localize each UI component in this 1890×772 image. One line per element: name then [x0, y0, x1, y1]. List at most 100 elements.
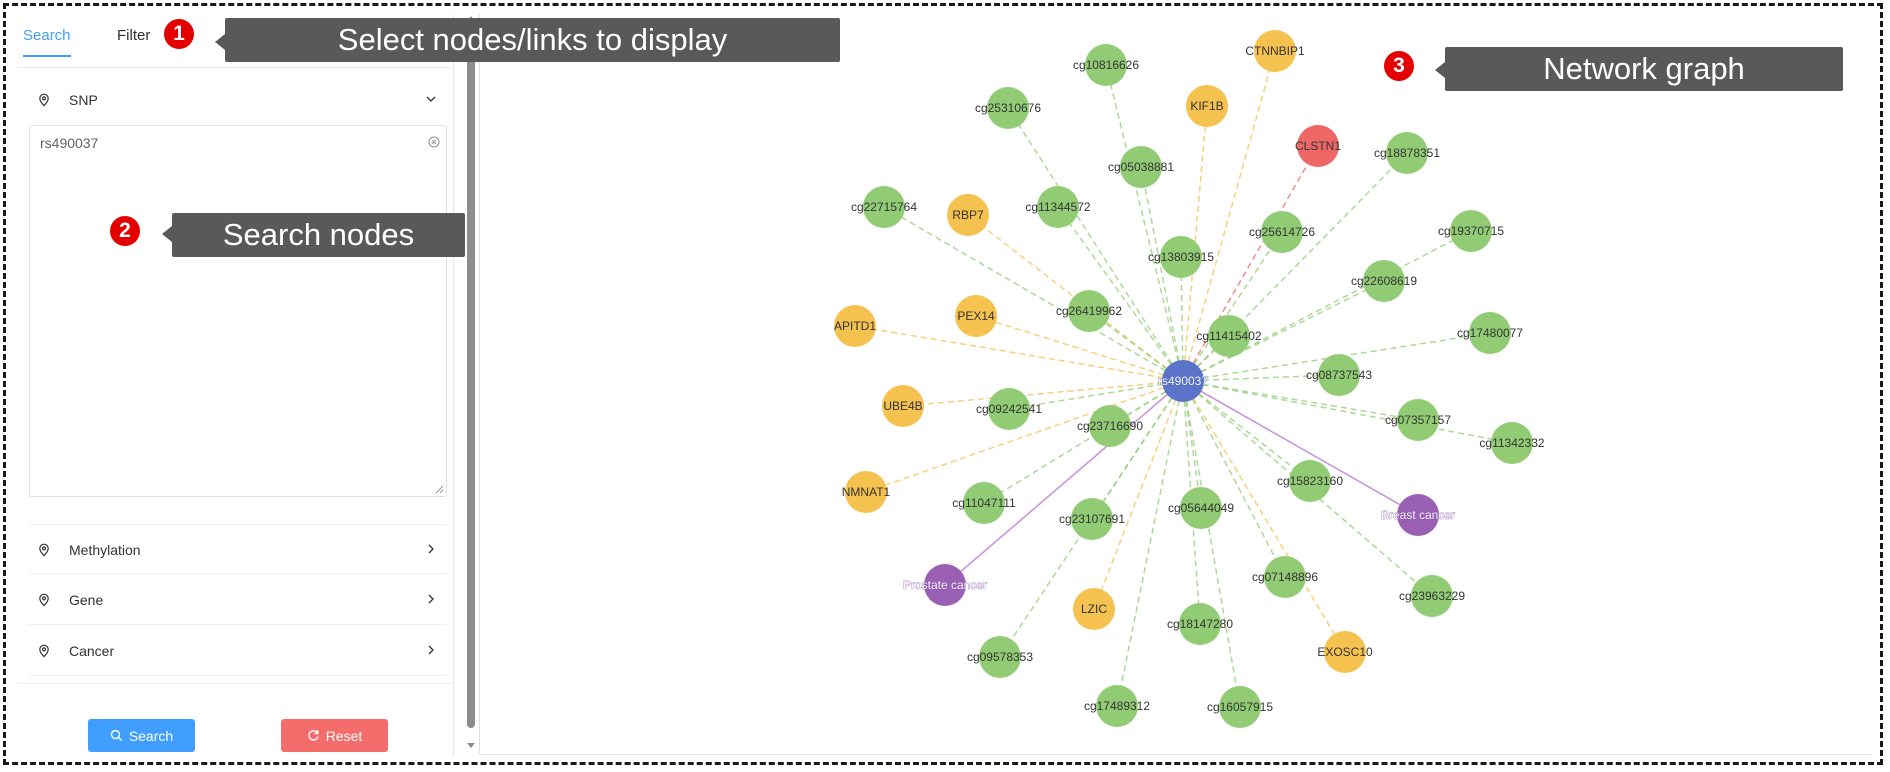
graph-node-nmnat1[interactable]: NMNAT1 [842, 471, 891, 513]
search-button[interactable]: Search [88, 719, 195, 752]
graph-node-circle[interactable] [947, 194, 989, 236]
graph-node-circle[interactable] [1186, 85, 1228, 127]
graph-node-cg22715764[interactable]: cg22715764 [851, 186, 917, 228]
graph-node-circle[interactable] [987, 87, 1029, 129]
graph-node-circle[interactable] [988, 388, 1030, 430]
tab-search[interactable]: Search [23, 27, 71, 44]
graph-node-ctnnbip1[interactable]: CTNNBIP1 [1245, 30, 1305, 72]
graph-node-circle[interactable] [1318, 354, 1360, 396]
graph-node-cg09242541[interactable]: cg09242541 [976, 388, 1042, 430]
graph-node-cg23716690[interactable]: cg23716690 [1077, 405, 1143, 447]
graph-node-circle[interactable] [1411, 575, 1453, 617]
graph-node-circle[interactable] [1085, 44, 1127, 86]
graph-node-circle[interactable] [1089, 405, 1131, 447]
scroll-down-arrow-icon[interactable] [466, 742, 476, 750]
graph-node-circle[interactable] [963, 482, 1005, 524]
graph-node-cg18878351[interactable]: cg18878351 [1374, 132, 1440, 174]
clear-icon[interactable] [428, 136, 440, 148]
graph-node-circle[interactable] [1096, 685, 1138, 727]
cancer-panel-header[interactable]: Cancer [29, 626, 447, 676]
graph-node-ube4b[interactable]: UBE4B [882, 385, 924, 427]
graph-node-circle[interactable] [845, 471, 887, 513]
graph-node-cg11344572[interactable]: cg11344572 [1025, 186, 1091, 228]
snp-panel-header[interactable]: SNP [29, 75, 447, 125]
location-pin-icon [39, 593, 49, 607]
graph-node-pex14[interactable]: PEX14 [955, 295, 997, 337]
graph-node-circle[interactable] [1037, 186, 1079, 228]
snp-search-textarea[interactable]: rs490037 [29, 125, 447, 497]
graph-node-circle[interactable] [1179, 603, 1221, 645]
graph-node-cg11342332[interactable]: cg11342332 [1479, 422, 1545, 464]
panel-scrollbar[interactable] [466, 14, 476, 750]
graph-node-cg15823160[interactable]: cg15823160 [1277, 460, 1343, 502]
methylation-panel-header[interactable]: Methylation [29, 524, 447, 574]
graph-node-cg10816626[interactable]: cg10816626 [1073, 44, 1139, 86]
graph-node-cg22608619[interactable]: cg22608619 [1351, 260, 1417, 302]
graph-node-circle[interactable] [1071, 498, 1113, 540]
graph-node-circle[interactable] [1162, 360, 1204, 402]
graph-node-circle[interactable] [1297, 125, 1339, 167]
graph-node-exosc10[interactable]: EXOSC10 [1317, 631, 1373, 673]
graph-node-circle[interactable] [924, 564, 966, 606]
graph-node-circle[interactable] [1068, 290, 1110, 332]
graph-node-breast-cancer[interactable]: Breast cancer [1381, 494, 1455, 536]
callout-1-label: Select nodes/links to display [225, 18, 840, 62]
graph-node-circle[interactable] [1363, 260, 1405, 302]
graph-node-circle[interactable] [1264, 556, 1306, 598]
graph-node-cg17480077[interactable]: cg17480077 [1457, 312, 1523, 354]
graph-node-label: cg18147280 [1167, 617, 1233, 631]
graph-node-cg13803915[interactable]: cg13803915 [1148, 236, 1214, 278]
graph-node-circle[interactable] [1261, 211, 1303, 253]
graph-node-cg17489312[interactable]: cg17489312 [1084, 685, 1150, 727]
graph-node-apitd1[interactable]: APITD1 [834, 305, 876, 347]
graph-node-cg11047111[interactable]: cg11047111 [952, 482, 1016, 524]
graph-node-rs490037[interactable]: rs490037 [1158, 360, 1209, 402]
graph-node-cg26419962[interactable]: cg26419962 [1056, 290, 1122, 332]
graph-node-circle[interactable] [1324, 631, 1366, 673]
graph-node-clstn1[interactable]: CLSTN1 [1295, 125, 1341, 167]
graph-node-cg25614726[interactable]: cg25614726 [1249, 211, 1315, 253]
graph-node-cg05644049[interactable]: cg05644049 [1168, 487, 1234, 529]
graph-node-lzic[interactable]: LZIC [1073, 588, 1115, 630]
graph-node-cg19370715[interactable]: cg19370715 [1438, 210, 1504, 252]
graph-node-cg07357157[interactable]: cg07357157 [1385, 399, 1451, 441]
graph-node-circle[interactable] [834, 305, 876, 347]
graph-node-prostate-cancer[interactable]: Prostate cancer [903, 564, 987, 606]
graph-node-cg05038881[interactable]: cg05038881 [1108, 146, 1174, 188]
graph-node-circle[interactable] [1397, 494, 1439, 536]
graph-node-circle[interactable] [1208, 315, 1250, 357]
graph-node-cg07148896[interactable]: cg07148896 [1252, 556, 1318, 598]
graph-node-circle[interactable] [1469, 312, 1511, 354]
graph-node-circle[interactable] [1073, 588, 1115, 630]
graph-node-cg23107691[interactable]: cg23107691 [1059, 498, 1125, 540]
gene-panel-header[interactable]: Gene [29, 575, 447, 625]
graph-node-cg09578353[interactable]: cg09578353 [967, 636, 1033, 678]
graph-node-cg18147280[interactable]: cg18147280 [1167, 603, 1233, 645]
graph-node-circle[interactable] [979, 636, 1021, 678]
graph-node-circle[interactable] [1120, 146, 1162, 188]
resize-handle-icon[interactable] [435, 485, 444, 494]
graph-node-circle[interactable] [1180, 487, 1222, 529]
graph-node-cg11415402[interactable]: cg11415402 [1196, 315, 1262, 357]
scrollbar-thumb[interactable] [467, 22, 475, 728]
graph-node-circle[interactable] [882, 385, 924, 427]
graph-node-rbp7[interactable]: RBP7 [947, 194, 989, 236]
graph-node-circle[interactable] [863, 186, 905, 228]
reset-button[interactable]: Reset [281, 719, 388, 752]
graph-node-circle[interactable] [1289, 460, 1331, 502]
graph-node-circle[interactable] [1254, 30, 1296, 72]
graph-node-cg23963229[interactable]: cg23963229 [1399, 575, 1465, 617]
graph-node-cg16057915[interactable]: cg16057915 [1207, 686, 1273, 728]
graph-node-circle[interactable] [1219, 686, 1261, 728]
graph-node-circle[interactable] [1397, 399, 1439, 441]
graph-node-kif1b[interactable]: KIF1B [1186, 85, 1228, 127]
graph-node-circle[interactable] [1386, 132, 1428, 174]
graph-node-circle[interactable] [1491, 422, 1533, 464]
graph-node-circle[interactable] [955, 295, 997, 337]
callout-1-pointer [215, 34, 225, 50]
tab-filter[interactable]: Filter [117, 27, 151, 44]
graph-node-cg08737543[interactable]: cg08737543 [1306, 354, 1372, 396]
graph-node-circle[interactable] [1160, 236, 1202, 278]
graph-node-cg25310676[interactable]: cg25310676 [975, 87, 1041, 129]
graph-node-circle[interactable] [1450, 210, 1492, 252]
